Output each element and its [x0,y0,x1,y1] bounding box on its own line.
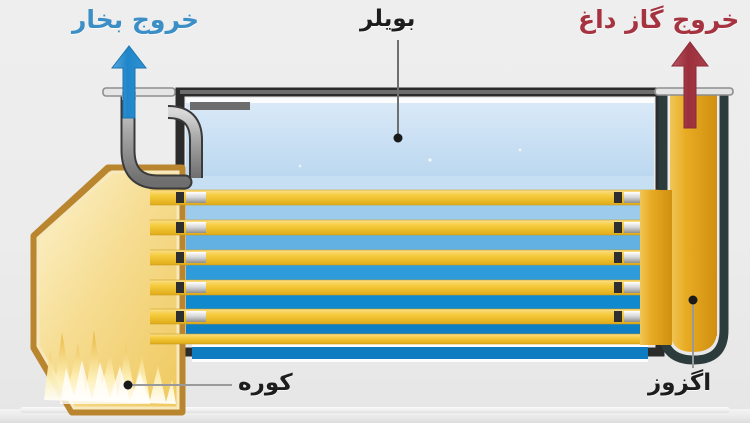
leader-lines [123,40,698,390]
gas-tube-row [150,309,660,324]
gas-tube-row [150,334,660,344]
steam-outlet-arrow [110,45,148,119]
tube-connector-left [176,192,206,322]
tube-bank [150,176,660,362]
gas-tube-row [150,220,660,235]
gas-tube-row [150,250,660,265]
label-exhaust: اگزوز [648,370,712,396]
gas-tube-row [150,280,660,295]
steam-drum [186,98,654,176]
label-steam-outlet: خروج بخار [72,5,200,34]
gas-tube-row [150,190,660,205]
hot-gas-outlet-arrow [671,41,709,129]
label-hot-gas-outlet: خروج گاز داغ [578,5,740,34]
steam-outlet-pipe [102,87,250,190]
tube-connector-right [614,192,646,322]
floor-shadow [20,407,730,413]
label-furnace: کوره [238,370,293,396]
label-boiler: بویلر [360,6,416,32]
